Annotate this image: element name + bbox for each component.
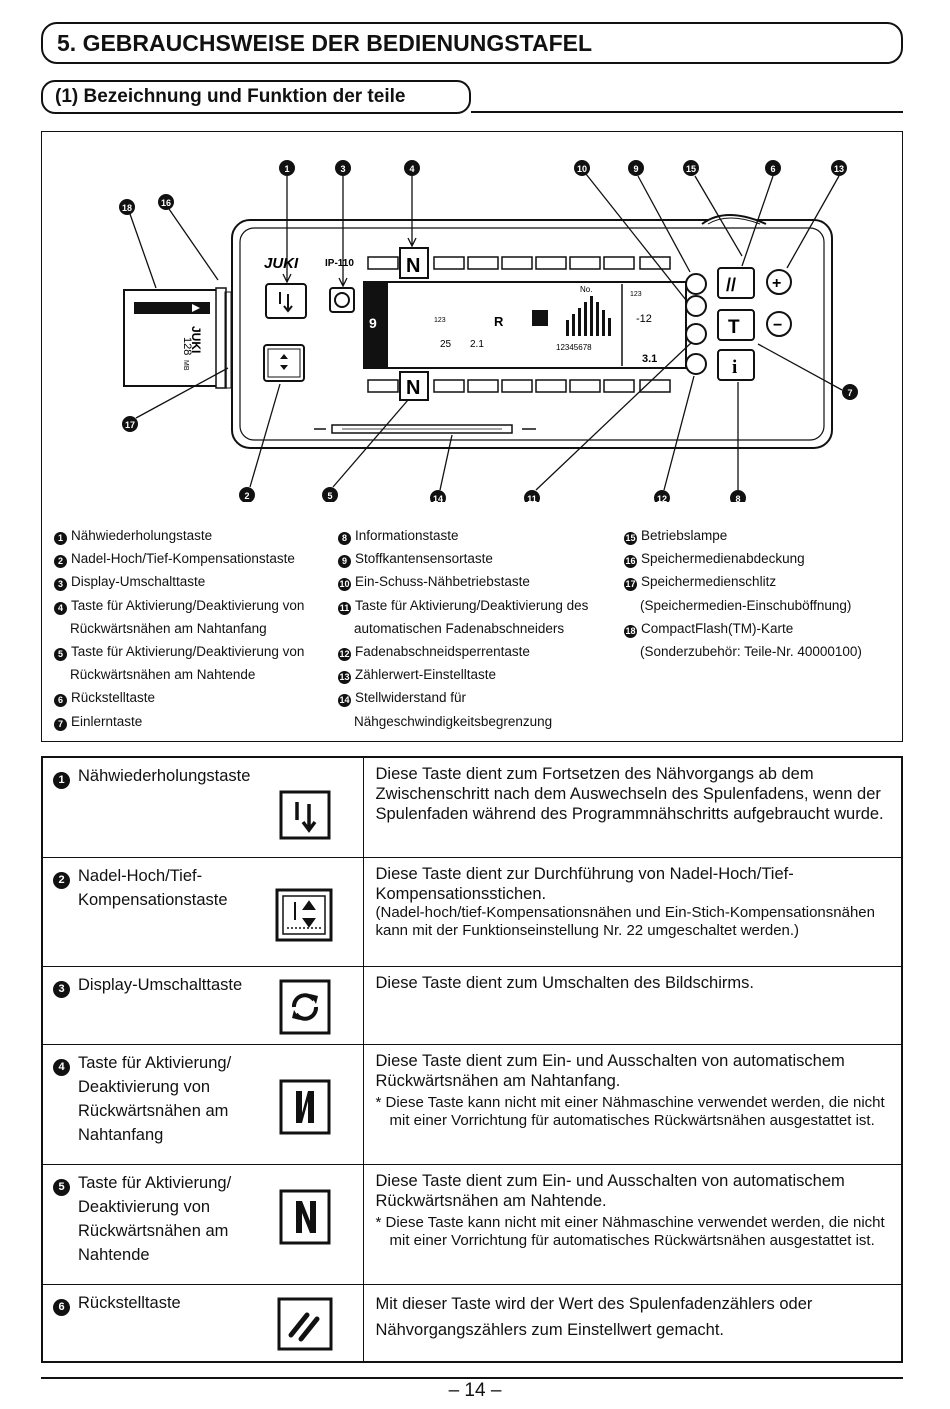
svg-text://: //: [726, 275, 736, 295]
svg-text:10: 10: [577, 164, 587, 174]
svg-text:25: 25: [440, 339, 452, 350]
reverse-end-icon: [279, 1189, 331, 1244]
reset-icon: [277, 1297, 333, 1350]
one-shot-key: [685, 295, 707, 317]
svg-text:12345678: 12345678: [556, 343, 592, 352]
info-key: [717, 349, 755, 381]
panel-inner-outline: [239, 227, 825, 441]
svg-text:15: 15: [686, 164, 696, 174]
svg-text:No.: No.: [580, 285, 592, 294]
svg-text:16: 16: [161, 198, 171, 208]
svg-text:17: 17: [125, 420, 135, 430]
svg-text:−: −: [773, 317, 782, 334]
teach-key: [717, 309, 755, 341]
svg-text:12: 12: [657, 494, 667, 502]
svg-text:128: 128: [181, 337, 193, 355]
model-label: IP-110: [325, 258, 354, 269]
brand-logo: JUKI: [264, 255, 299, 272]
reverse-start-key: [399, 247, 429, 279]
media-cover: [215, 287, 227, 389]
reverse-end-glyph: N: [406, 377, 420, 399]
display-toggle-key: [329, 287, 355, 313]
reset-key: [717, 267, 755, 299]
svg-text:14: 14: [433, 494, 443, 502]
reverse-end-key: [399, 371, 429, 401]
footer-rule: [41, 1377, 903, 1379]
needle-up-down-key: [263, 344, 305, 382]
bobbin-rewind-icon: [279, 790, 331, 840]
media-slot: [224, 291, 232, 389]
svg-text:8: 8: [735, 494, 740, 502]
panel-outline: [231, 219, 833, 449]
thread-trimmer-key: [685, 323, 707, 345]
svg-text:-12: -12: [636, 313, 652, 325]
panel-figure: JUKI IP-110 128 MB JUKI N: [41, 131, 903, 742]
svg-text:i: i: [732, 357, 737, 378]
thread-trim-lock-key: [685, 353, 707, 375]
counter-minus-key: [766, 311, 792, 337]
section-title: 5. GEBRAUCHSWEISE DER BEDIENUNGSTAFEL: [41, 22, 903, 64]
svg-text:4: 4: [409, 164, 414, 174]
svg-text:7: 7: [847, 388, 852, 398]
operation-lamp: [701, 214, 767, 225]
reverse-start-icon: [279, 1079, 331, 1134]
svg-text:3.1: 3.1: [642, 353, 657, 365]
svg-text:1: 1: [284, 164, 289, 174]
svg-text:123: 123: [434, 317, 446, 324]
subsection-rule: [471, 111, 903, 113]
svg-text:9: 9: [633, 164, 638, 174]
top-function-keys: [367, 256, 671, 270]
edge-sensor-key: [685, 273, 707, 295]
svg-text:JUKI: JUKI: [189, 326, 203, 353]
svg-text:2: 2: [244, 491, 249, 501]
svg-text:MB: MB: [182, 360, 189, 371]
svg-text:3: 3: [340, 164, 345, 174]
counter-plus-key: [766, 269, 792, 295]
lcd-screen: [363, 281, 687, 369]
page-number: – 14 –: [448, 1380, 502, 1401]
panel-diagram: JUKI IP-110 128 MB JUKI N: [119, 160, 858, 502]
bobbin-rewind-key: [265, 283, 307, 319]
svg-text:T: T: [728, 317, 740, 338]
svg-text:2.1: 2.1: [470, 339, 484, 350]
svg-text:123: 123: [630, 291, 642, 298]
svg-text:9: 9: [369, 315, 377, 331]
callout-badges: 1 3 4 10 9 15 6 13 18 16 7 17 2 5 14 11 …: [119, 160, 858, 502]
bottom-function-keys: [367, 379, 671, 393]
svg-text:11: 11: [527, 494, 537, 502]
svg-text:6: 6: [770, 164, 775, 174]
svg-text:+: +: [772, 275, 781, 292]
subsection-title: (1) Bezeichnung und Funktion der teile: [41, 80, 471, 114]
lcd-pattern-bar: [364, 282, 388, 368]
leader-lines: [129, 173, 843, 491]
needle-up-down-icon: [275, 888, 333, 941]
display-toggle-icon: [279, 979, 331, 1034]
svg-text:R: R: [494, 314, 504, 329]
svg-text:5: 5: [327, 491, 332, 501]
reverse-start-glyph: N: [406, 255, 420, 277]
svg-text:18: 18: [122, 203, 132, 213]
svg-text:13: 13: [834, 164, 844, 174]
